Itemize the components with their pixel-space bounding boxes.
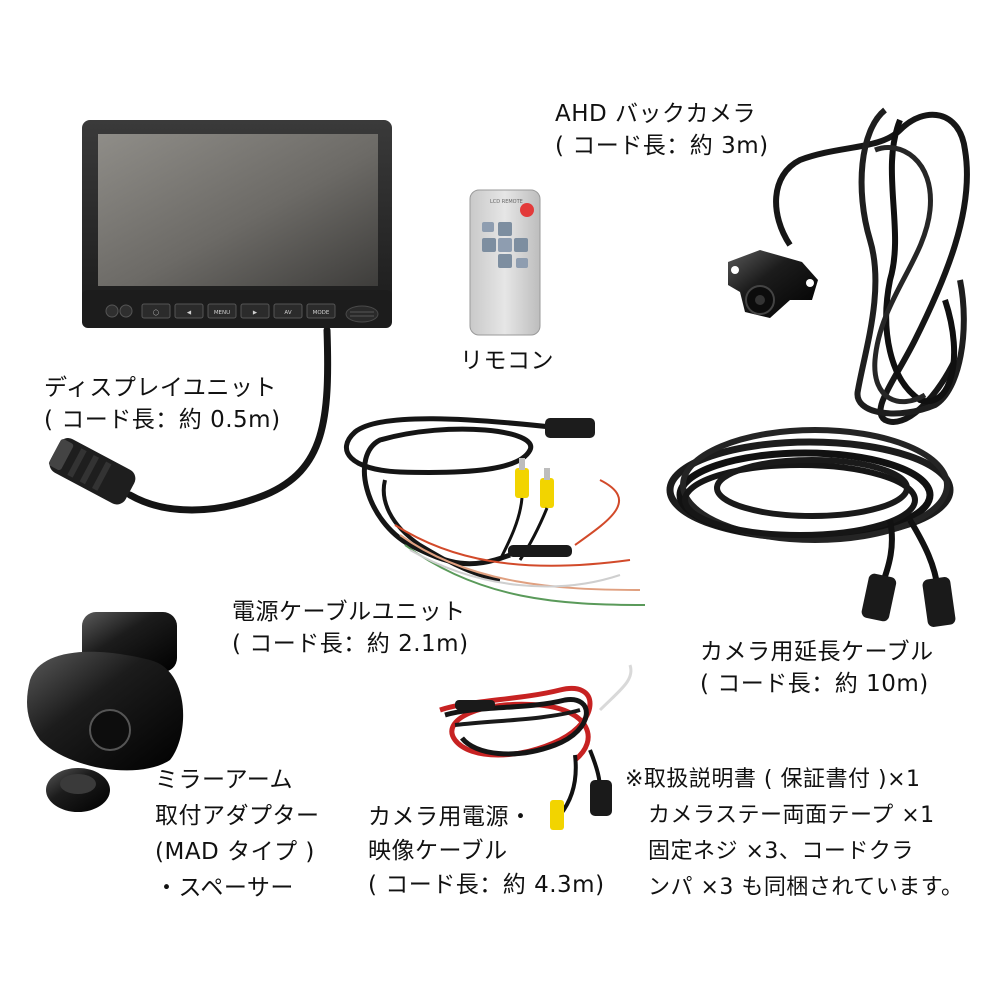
monitor-button [141,303,171,319]
speaker-grill [345,305,379,323]
mirror-adapter-label-line2: 取付アダプター [155,803,320,829]
rca-yellow-plug-2 [550,800,564,830]
camera-extension-cable [666,427,956,627]
monitor-button-label: ◯ [153,309,159,316]
up-button [498,222,512,236]
monitor-button [207,303,237,319]
remote-label: リモコン [460,345,554,377]
remote-header-text: LCD REMOTE [490,199,523,205]
camera-cable-connector [590,780,612,816]
camera-power-cable-label: カメラ用電源・ 映像ケーブル ( コード長：約 4.3m) [368,800,605,902]
camera-label: AHD バックカメラ ( コード長：約 3m) [555,98,769,162]
extension-connector-b [922,577,956,627]
power-cable-unit [343,416,646,606]
display-unit: ◯ ◀ MENU ▶ AV MODE [48,120,392,514]
camera-power-video-cable [439,664,633,830]
display-label-line1: ディスプレイユニット [44,375,277,401]
monitor-button [174,303,204,319]
monitor-button-label: ▶ [253,310,258,316]
power-cable-connector [545,418,595,438]
mirror-adapter-label-line4: ・スペーサー [155,875,294,901]
camera-power-cable-label-line3: ( コード長：約 4.3m) [368,872,605,898]
fuse-holder [508,545,572,557]
monitor-button [273,303,303,319]
camera-label-line1: AHD バックカメラ [555,101,757,127]
monitor-button-row: ◯ ◀ MENU ▶ AV MODE [141,303,336,319]
extension-cable-label: カメラ用延長ケーブル ( コード長：約 10m) [700,636,934,700]
fuse-holder-2 [455,700,495,710]
extension-connector-a [861,573,897,622]
included-items-note: ※取扱説明書 ( 保証書付 )×1 カメラステー両面テープ ×1 固定ネジ ×3… [625,762,964,906]
down-button [498,254,512,268]
rca-yellow-plugs [498,458,554,561]
monitor-screen [98,134,378,286]
camera-power-cable-label-line2: 映像ケーブル [368,838,508,864]
mirror-adapter-label-line3: (MAD タイプ ) [155,839,315,865]
ahd-back-camera [728,107,970,425]
led-dot [119,304,133,318]
mirror-adapter-label-line1: ミラーアーム [155,767,294,793]
monitor-button [306,303,336,319]
remote-control: LCD REMOTE [469,189,541,336]
mirror-arm-adapter [27,612,184,812]
extension-cable-label-line2: ( コード長：約 10m) [700,671,929,697]
camera-power-cable-label-line1: カメラ用電源・ [368,804,533,830]
display-label-line2: ( コード長：約 0.5m) [44,407,281,433]
power-cable-label: 電源ケーブルユニット ( コード長：約 2.1m) [232,596,469,660]
remote-label-text: リモコン [460,348,554,374]
display-label: ディスプレイユニット ( コード長：約 0.5m) [44,372,281,436]
center-button [498,238,512,252]
note-line1: ※取扱説明書 ( 保証書付 )×1 [625,767,921,792]
camera-body [728,250,818,318]
display-connector [48,438,136,505]
note-line2: カメラステー両面テープ ×1 [648,803,935,828]
monitor-button-label: MENU [214,310,230,316]
power-button [520,203,534,217]
extension-cable-label-line1: カメラ用延長ケーブル [700,639,934,665]
power-cable-label-line2: ( コード長：約 2.1m) [232,631,469,657]
ir-sensor-dot [105,304,119,318]
left-button [482,238,496,252]
note-line3: 固定ネジ ×3、コードクラ [648,839,914,864]
mirror-adapter-label: ミラーアーム 取付アダプター (MAD タイプ ) ・スペーサー [155,762,320,906]
right-button [514,238,528,252]
monitor-button-label: MODE [313,310,330,316]
note-line4: ンパ ×3 も同梱されています。 [648,875,964,900]
monitor-button-label: ◀ [187,310,192,316]
monitor-button [240,303,270,319]
camera-label-line2: ( コード長：約 3m) [555,133,769,159]
power-cable-label-line1: 電源ケーブルユニット [232,599,466,625]
monitor-button-label: AV [284,310,291,316]
